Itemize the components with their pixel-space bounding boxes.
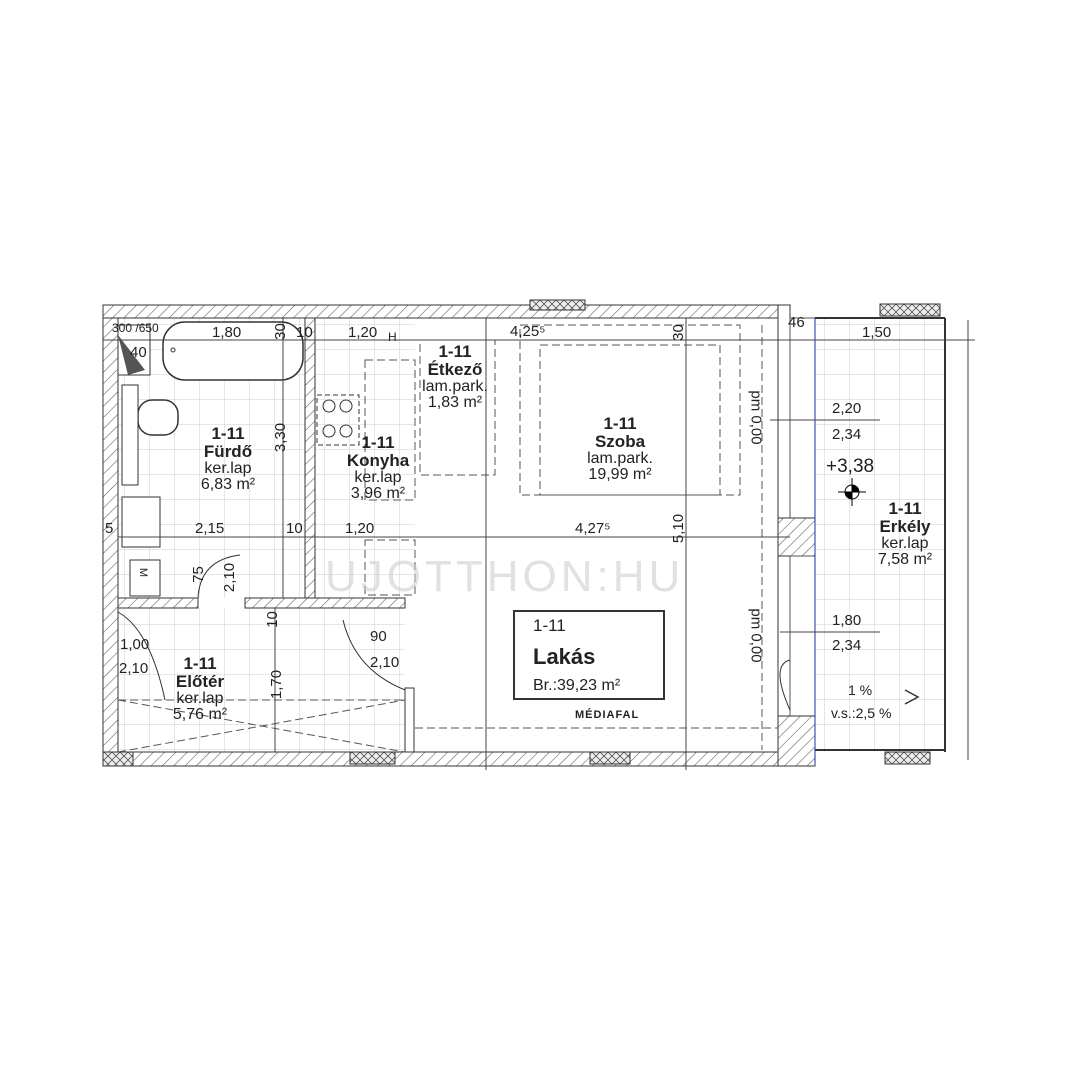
- dim-text: 5: [105, 520, 114, 537]
- slope-text: 1 %: [848, 682, 873, 698]
- mediafal-label: MÉDIAFAL: [575, 709, 640, 721]
- wall: [304, 317, 316, 599]
- room-floor: lam.park.: [587, 449, 653, 467]
- column: [589, 751, 631, 765]
- wall: [777, 715, 816, 767]
- room-floor: ker.lap: [204, 459, 252, 477]
- room-name: Konyha: [346, 450, 410, 470]
- dim-text: 1,00: [120, 636, 150, 653]
- dim-text: 30: [669, 324, 687, 341]
- room-area: 7,58 m²: [877, 551, 933, 569]
- column: [884, 751, 931, 765]
- dim-text: H: [388, 330, 397, 344]
- dim-text: 1,70: [268, 669, 286, 700]
- toilet: [137, 399, 179, 436]
- window-dim: 2,34: [832, 637, 862, 654]
- dim-text: 300 /650: [112, 321, 159, 335]
- wall: [404, 687, 415, 753]
- dim-text: 40: [130, 344, 147, 361]
- room-id: 1-11: [211, 424, 245, 443]
- room-floor: ker.lap: [881, 534, 929, 552]
- column: [102, 751, 134, 767]
- room-id: 1-11: [888, 499, 922, 518]
- room-konyha: 1-11 Konyha ker.lap 3,96 m²: [328, 434, 428, 503]
- dim-text: 4,27⁵: [575, 520, 611, 537]
- apartment-name: Lakás: [533, 644, 596, 669]
- slope-arrow-icon: [904, 689, 920, 705]
- wall: [244, 597, 406, 609]
- dim-text: pm 0,00: [747, 608, 765, 663]
- dim-text: 46: [788, 314, 805, 331]
- dim-text: 10: [286, 520, 303, 537]
- window-dim: 1,80: [832, 612, 862, 629]
- room-id: 1-11: [603, 414, 637, 433]
- room-szoba: 1-11 Szoba lam.park. 19,99 m²: [560, 415, 680, 484]
- dim-text: 75: [189, 566, 207, 583]
- room-area: 19,99 m²: [588, 466, 652, 484]
- level-marker-icon: [838, 478, 866, 506]
- room-area: 1,83 m²: [427, 394, 483, 412]
- dim-text: pm 0,00: [747, 390, 765, 445]
- wall: [117, 597, 199, 609]
- watermark: UJOTTHON:HU: [325, 552, 685, 601]
- dim-text: 2,10: [119, 660, 149, 677]
- bottom-wall: [102, 751, 779, 767]
- apartment-area: Br.:39,23 m²: [533, 677, 621, 694]
- dim-text: 4,25⁵: [510, 323, 546, 340]
- dim-text: 30: [271, 323, 289, 340]
- dim-text: 1,20: [348, 324, 378, 341]
- apartment-summary-box: 1-11 Lakás Br.:39,23 m²: [513, 610, 665, 700]
- window: [789, 317, 816, 519]
- room-name: Szoba: [594, 431, 646, 451]
- balcony-floor: [815, 318, 945, 752]
- slope-text: v.s.:2,5 %: [831, 705, 892, 721]
- dim-text: M: [137, 567, 150, 578]
- level-text: +3,38: [826, 456, 875, 477]
- room-erkely: 1-11 Erkély ker.lap 7,58 m²: [855, 500, 955, 569]
- room-id: 1-11: [183, 654, 217, 673]
- dim-text: 1,20: [345, 520, 375, 537]
- hob: [316, 394, 360, 446]
- washing-machine: [129, 559, 161, 597]
- room-area: 5,76 m²: [172, 706, 228, 724]
- dim-text: 5,10: [670, 513, 688, 544]
- room-name: Előtér: [175, 671, 225, 691]
- dim-text: 1,80: [212, 324, 242, 341]
- column: [879, 303, 941, 317]
- window-dim: 2,34: [832, 426, 862, 443]
- window-dim: 2,20: [832, 400, 862, 417]
- room-floor: lam.park.: [422, 377, 488, 395]
- dim-text: 1,50: [862, 324, 892, 341]
- room-etkezo: 1-11 Étkező lam.park. 1,83 m²: [405, 343, 505, 412]
- room-floor: ker.lap: [354, 468, 402, 486]
- room-name: Erkély: [879, 516, 931, 536]
- top-wall: [102, 304, 779, 319]
- dim-text: 2,10: [221, 562, 239, 593]
- column: [349, 751, 396, 765]
- dim-text: 10: [296, 324, 313, 341]
- dim-text: 10: [263, 611, 281, 628]
- apartment-id: 1-11: [533, 616, 566, 635]
- window: [789, 555, 816, 717]
- door-swings: [117, 554, 791, 711]
- room-area: 6,83 m²: [200, 476, 256, 494]
- room-id: 1-11: [361, 433, 395, 452]
- column: [529, 299, 586, 311]
- room-floor: ker.lap: [176, 689, 224, 707]
- dim-text: 3,30: [272, 422, 290, 453]
- dimension-lines: [103, 318, 975, 770]
- room-eloter: 1-11 Előtér ker.lap 5,76 m²: [150, 655, 250, 724]
- room-name: Étkező: [427, 359, 483, 379]
- room-id: 1-11: [438, 342, 472, 361]
- room-furdo: 1-11 Fürdő ker.lap 6,83 m²: [178, 425, 278, 494]
- hall-floor: [118, 608, 405, 752]
- dim-text: 2,15: [195, 520, 225, 537]
- room-area: 3,96 m²: [350, 485, 406, 503]
- room-name: Fürdő: [203, 441, 253, 461]
- dim-text: 2,10: [370, 654, 400, 671]
- bathtub: [162, 321, 304, 381]
- furniture-outlines: [117, 324, 778, 753]
- dim-text: 90: [370, 628, 387, 645]
- sink: [121, 496, 161, 548]
